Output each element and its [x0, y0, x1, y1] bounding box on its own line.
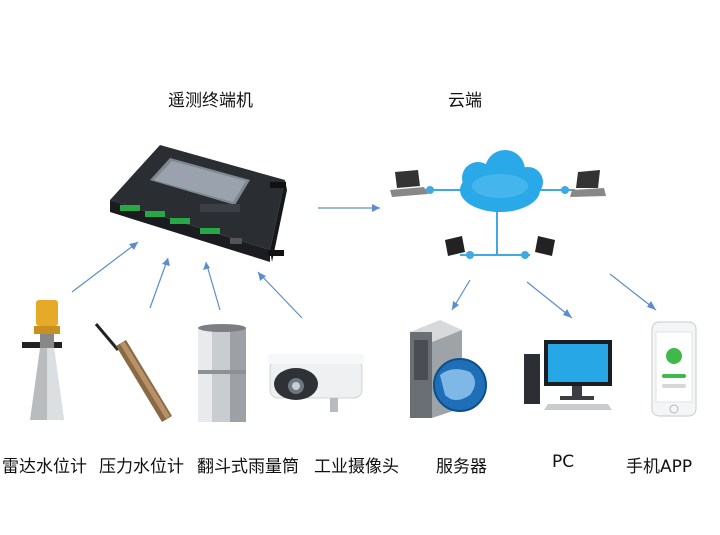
endpoint-label-phone-app: 手机APP [626, 457, 693, 477]
laptop-icon-bottom-right [535, 236, 555, 256]
pressure-level-gauge-icon [94, 323, 172, 422]
arrow-rtu-to-cloud [318, 204, 380, 212]
sensor-label-camera: 工业摄像头 [314, 457, 399, 477]
cloud-icon [460, 150, 543, 212]
rtu-device [110, 145, 287, 262]
arrows-sensors-to-rtu [71, 241, 303, 319]
sensor-label-pressure: 压力水位计 [99, 457, 184, 477]
phone-icon [651, 321, 697, 417]
endpoint-label-server: 服务器 [436, 457, 487, 477]
pc-icon [524, 340, 612, 410]
laptop-icon-right [570, 170, 606, 197]
cloud-network [390, 150, 606, 259]
laptop-icon-bottom-left [445, 236, 465, 256]
arrows-cloud-to-endpoints [451, 273, 657, 319]
radar-level-gauge-icon [22, 300, 64, 420]
sensor-label-radar: 雷达水位计 [2, 457, 87, 477]
laptop-icon-left [390, 170, 428, 197]
rtu-heading: 遥测终端机 [168, 91, 253, 111]
cloud-heading: 云端 [448, 91, 482, 111]
camera-icon [268, 354, 364, 412]
sensor-label-rain-gauge: 翻斗式雨量筒 [197, 457, 299, 477]
server-icon [410, 320, 487, 418]
rain-gauge-icon [198, 324, 246, 422]
endpoint-label-pc: PC [552, 452, 575, 472]
